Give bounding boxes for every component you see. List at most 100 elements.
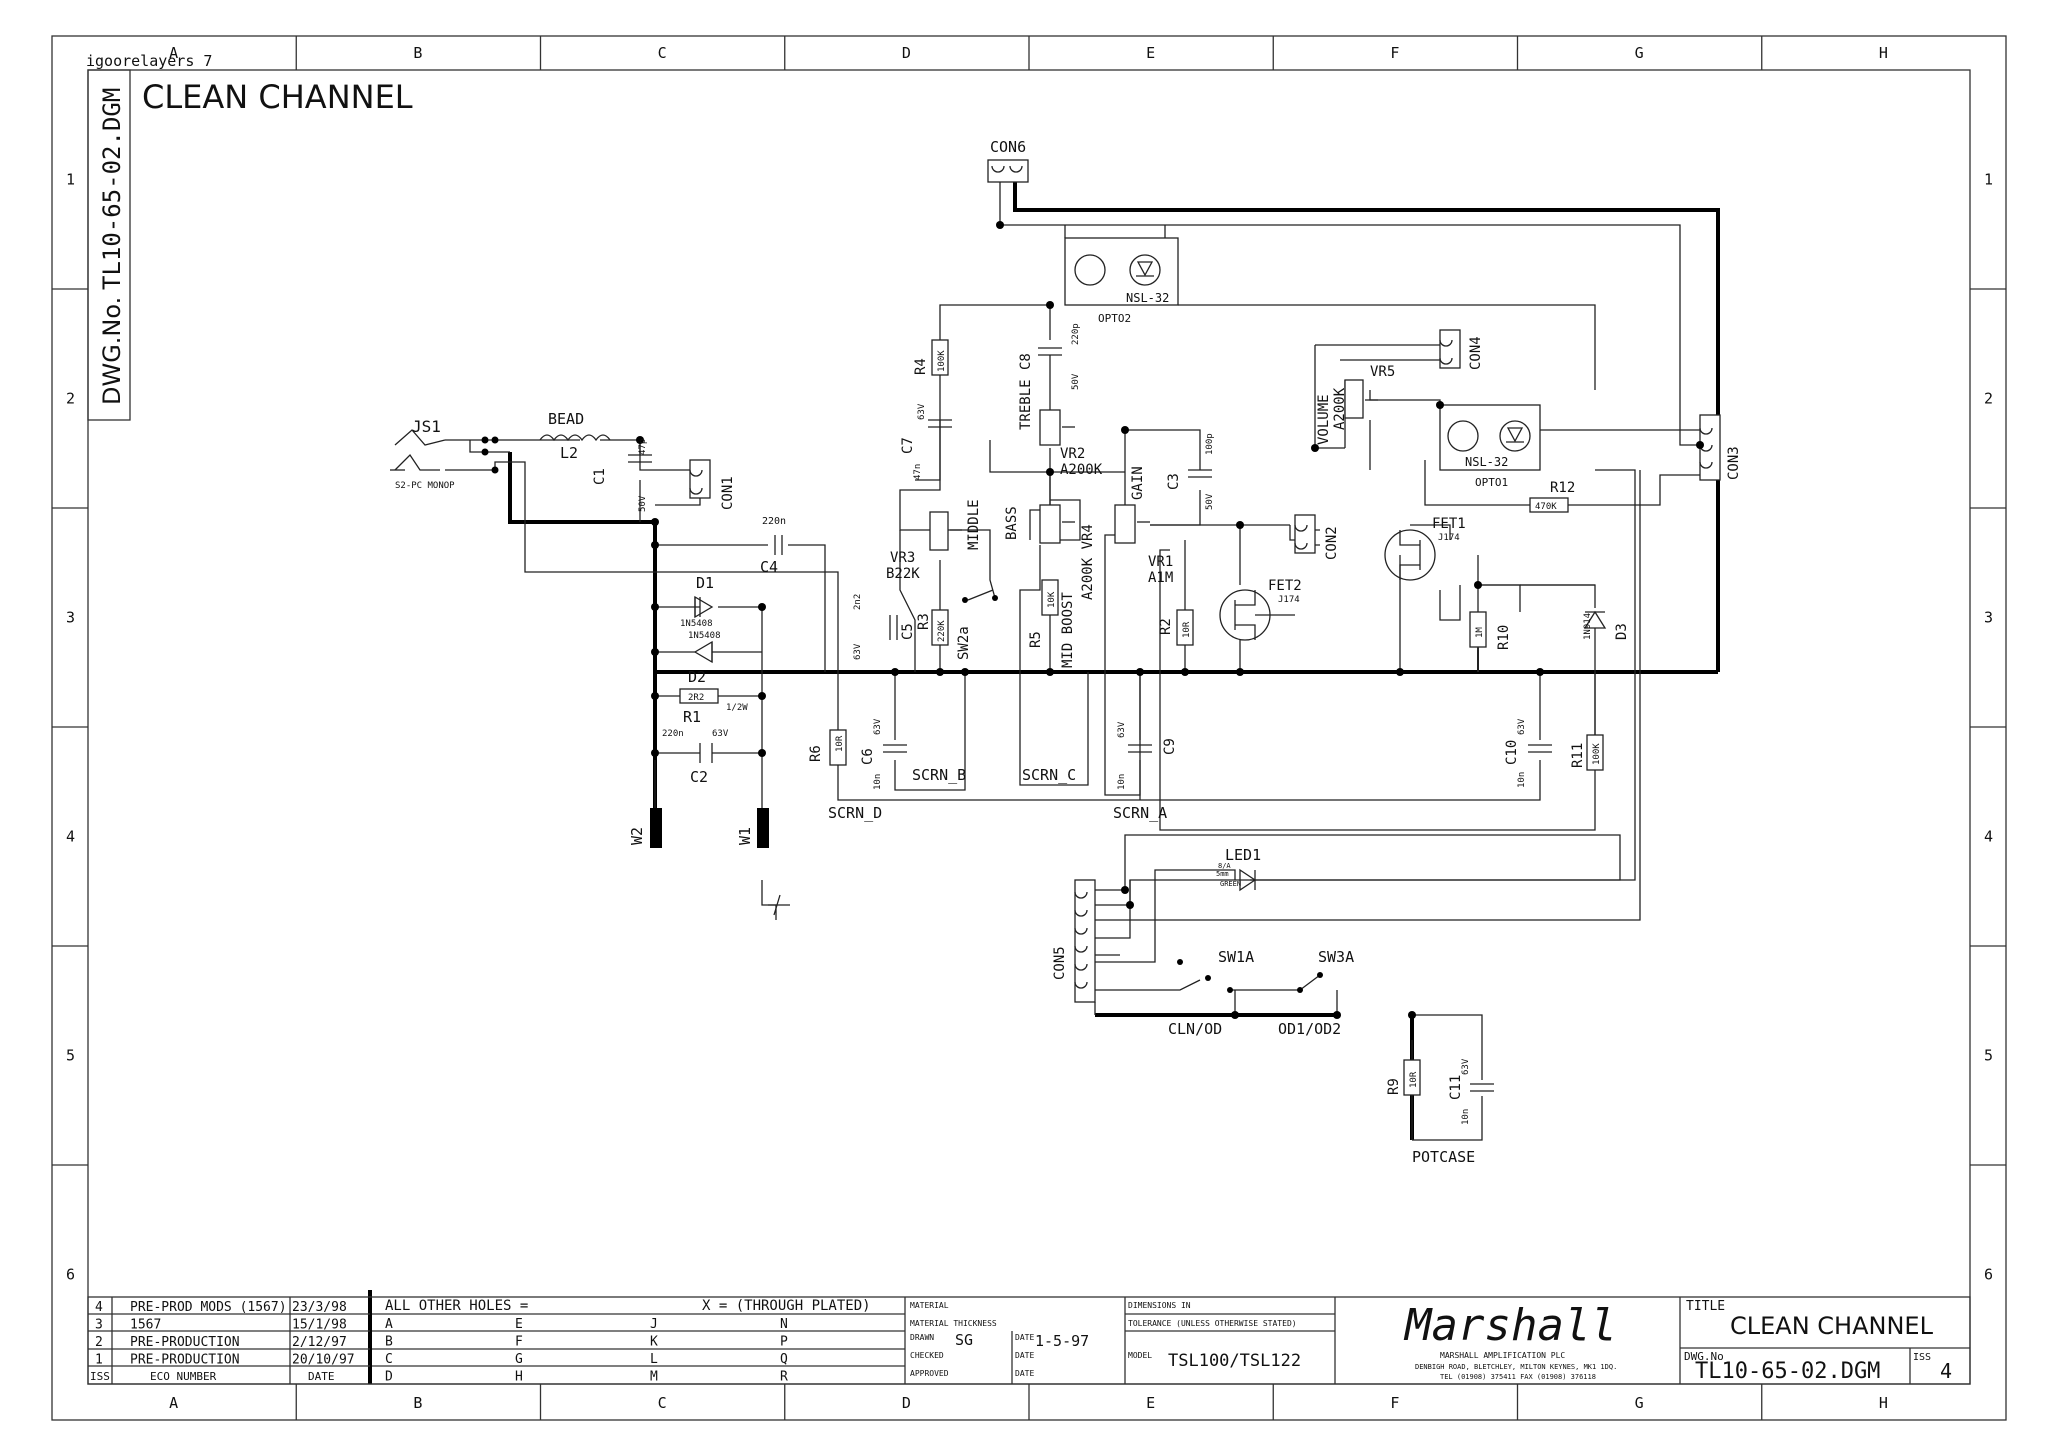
c8-capacitor xyxy=(1038,347,1062,356)
rev-eco: 1567 xyxy=(130,1318,161,1333)
r5-resistor xyxy=(1041,579,1059,616)
vr1-value: A1M xyxy=(1148,570,1173,586)
vr4-label: A200K VR4 xyxy=(1080,524,1096,600)
vr2-value: A200K xyxy=(1060,462,1103,478)
mid-boost-label: MID BOOST xyxy=(1060,592,1076,668)
c6-value: 10n xyxy=(873,774,883,790)
c1-capacitor xyxy=(628,454,652,463)
fet2-part: J174 xyxy=(1278,595,1300,605)
c10-value: 10n xyxy=(1517,772,1527,788)
c3-label: C3 xyxy=(1166,473,1182,490)
c2-label: C2 xyxy=(690,768,708,786)
c4-capacitor xyxy=(774,535,783,555)
c5-voltage: 63V xyxy=(853,643,863,660)
approved-label: APPROVED xyxy=(910,1369,949,1378)
dwg-number-box: DWG.No. TL10-65-02.DGM xyxy=(87,69,131,421)
holes-label: ALL OTHER HOLES = xyxy=(385,1298,528,1314)
rev-head-eco: ECO NUMBER xyxy=(150,1370,217,1383)
rev-iss: 2 xyxy=(95,1335,103,1350)
grid-col-bottom-F: F xyxy=(1390,1394,1399,1412)
title-label: TITLE xyxy=(1686,1299,1725,1314)
page-title: CLEAN CHANNEL xyxy=(142,78,413,116)
corner-note: igoorelayers 7 xyxy=(86,52,212,70)
dwg-label: DWG.No xyxy=(1684,1350,1724,1363)
r1-watt: 1/2W xyxy=(726,703,748,713)
grid-col-top-B: B xyxy=(413,44,422,62)
component-symbols xyxy=(390,159,1721,1096)
r3-resistor xyxy=(931,609,949,646)
d3-label: D3 xyxy=(1614,623,1630,640)
sw1a-label: SW1A xyxy=(1218,948,1254,966)
c11-value: 10n xyxy=(1461,1109,1471,1125)
hole-letter: C xyxy=(385,1352,393,1367)
d1-part-b: 1N5408 xyxy=(688,631,721,641)
sw3a-label: SW3A xyxy=(1318,948,1354,966)
w1-label: W1 xyxy=(736,827,754,845)
r10-resistor xyxy=(1469,611,1487,648)
rev-eco: PRE-PRODUCTION xyxy=(130,1353,240,1368)
vr1-gain-pot xyxy=(1114,504,1150,544)
c7-label: C7 xyxy=(900,437,916,454)
c3-voltage: 50V xyxy=(1205,493,1215,510)
con5-connector xyxy=(1074,879,1096,1003)
r11-label: R11 xyxy=(1570,743,1586,768)
grid-row-right-6: 6 xyxy=(1984,1266,1993,1284)
bead-label: BEAD xyxy=(548,410,584,428)
w2-link xyxy=(650,808,662,848)
fet1-part: J174 xyxy=(1438,533,1460,543)
w2-label: W2 xyxy=(628,827,646,845)
r9-resistor xyxy=(1403,1059,1421,1096)
hole-letter: G xyxy=(515,1352,523,1367)
opto1-optocoupler xyxy=(1439,404,1541,471)
led1-note-a: 8/A xyxy=(1218,862,1231,870)
c8-value: 220p xyxy=(1071,323,1081,345)
r9-value: 10R xyxy=(1409,1071,1419,1088)
d1-part-a: 1N5408 xyxy=(680,619,713,629)
hole-letter: L xyxy=(650,1352,658,1367)
hole-letter: Q xyxy=(780,1352,788,1367)
grid-row-right-3: 3 xyxy=(1984,609,1993,627)
grid-col-top-E: E xyxy=(1146,44,1155,62)
hole-letter: J xyxy=(650,1317,658,1332)
grid-col-top-C: C xyxy=(658,44,667,62)
model-block: DIMENSIONS IN TOLERANCE (UNLESS OTHERWIS… xyxy=(1125,1297,1336,1384)
vr4-bass-pot xyxy=(1039,504,1075,544)
rev-head-date: DATE xyxy=(308,1370,335,1383)
company-phone: TEL (01908) 375411 FAX (01908) 376118 xyxy=(1440,1373,1596,1381)
cln-od-label: CLN/OD xyxy=(1168,1020,1222,1038)
grid-col-bottom-C: C xyxy=(658,1394,667,1412)
fet2-transistor xyxy=(1219,589,1271,641)
c7-value: 47n xyxy=(913,464,923,480)
r2-resistor xyxy=(1176,609,1194,646)
rev-date: 15/1/98 xyxy=(292,1318,347,1333)
hole-letter: F xyxy=(515,1335,523,1350)
dwg-number-vertical: TL10-65-02.DGM xyxy=(98,88,126,290)
middle-label: MIDDLE xyxy=(966,499,982,550)
rev-head-iss: ISS xyxy=(90,1370,110,1383)
fet1-label: FET1 xyxy=(1432,516,1466,532)
c7-capacitor xyxy=(928,419,952,428)
junctions xyxy=(636,221,1704,1019)
d3-part: 1N914 xyxy=(1583,613,1593,640)
con2-label: CON2 xyxy=(1324,526,1340,560)
hole-letter: N xyxy=(780,1317,788,1332)
led1-note-b: 5mm xyxy=(1216,870,1229,878)
r2-label: R2 xyxy=(1158,618,1174,635)
c1-label: C1 xyxy=(592,468,608,485)
iss-value: 4 xyxy=(1940,1359,1952,1383)
c6-capacitor xyxy=(883,744,907,753)
vr2-label: VR2 xyxy=(1060,446,1085,462)
gain-label: GAIN xyxy=(1130,466,1146,500)
c10-capacitor xyxy=(1528,744,1552,753)
vr3-middle-pot xyxy=(929,511,962,551)
material-thickness-label: MATERIAL THICKNESS xyxy=(910,1319,997,1328)
r4-resistor xyxy=(931,339,949,376)
hole-letter: D xyxy=(385,1370,393,1385)
dimensions-label: DIMENSIONS IN xyxy=(1128,1301,1191,1310)
component-labels: JS1 S2-PC MONOP BEAD L2 C1 47p 50V CON1 … xyxy=(395,138,1742,1166)
rev-eco: PRE-PROD MODS (1567) xyxy=(130,1300,287,1315)
drawn-date: 1-5-97 xyxy=(1035,1332,1089,1350)
c6-label: C6 xyxy=(860,748,876,765)
nsl32-label-a: NSL-32 xyxy=(1126,291,1169,305)
